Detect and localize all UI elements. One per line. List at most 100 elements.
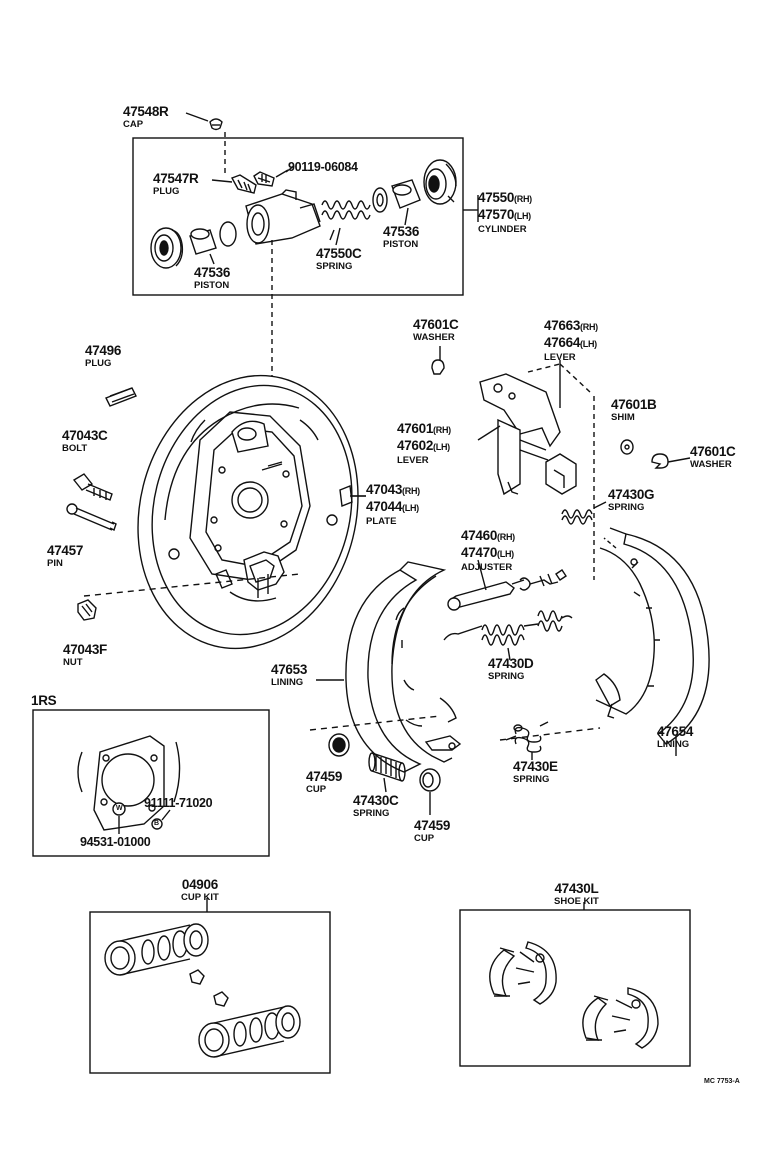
- part-name: PLATE: [366, 516, 397, 527]
- part-number-lh: 47602: [397, 438, 434, 453]
- part-name: CUP: [414, 833, 435, 844]
- label-spring-cyl: 47550C SPRING: [316, 246, 362, 272]
- cylinder-assembly-box: [132, 137, 464, 296]
- part-name: BOLT: [62, 443, 88, 454]
- rh-suffix: (RH): [402, 486, 420, 496]
- part-name: LEVER: [544, 352, 576, 363]
- spring-d-part: [443, 610, 573, 661]
- lh-suffix: (LH): [497, 549, 514, 559]
- part-number: 47043F: [63, 642, 107, 657]
- label-washer-right: 47601C WASHER: [690, 444, 736, 470]
- label-shoe-kit: 47430L SHOE KIT: [554, 881, 599, 907]
- cylinder-spring-part: [321, 187, 388, 246]
- inset-title: 1RS: [31, 693, 57, 708]
- label-lever-lower: 47601(RH) 47602(LH) LEVER: [397, 421, 451, 466]
- kit-number: 04906: [181, 877, 218, 892]
- part-name: LINING: [657, 739, 690, 750]
- spring-e-part: [505, 721, 549, 760]
- label-washer-top: 47601C WASHER: [413, 317, 459, 343]
- part-number: 47536: [194, 265, 231, 280]
- label-cap: 47548R CAP: [123, 104, 169, 130]
- part-number: 47601C: [690, 444, 736, 459]
- part-number-lh: 47570: [478, 207, 515, 222]
- part-number: 47550C: [316, 246, 362, 261]
- part-number-lh: 47044: [366, 499, 403, 514]
- label-plug-top: 47547R PLUG: [153, 171, 199, 197]
- part-number: 47548R: [123, 104, 169, 119]
- plug-left-part: [105, 387, 137, 407]
- part-number: 47459: [306, 769, 343, 784]
- part-name: SPRING: [353, 808, 390, 819]
- part-name: CYLINDER: [478, 224, 527, 235]
- part-number-rh: 47043: [366, 482, 403, 497]
- part-number: 47430D: [488, 656, 534, 671]
- cap-part: [185, 112, 226, 175]
- shoe-kit-box: [459, 909, 691, 1067]
- label-spring-g: 47430G SPRING: [608, 487, 655, 513]
- backing-plate-part: [137, 374, 359, 650]
- label-lever-upper: 47663(RH) 47664(LH) LEVER: [544, 318, 598, 363]
- part-number-lh: 47664: [544, 335, 581, 350]
- label-bolt: 47043C BOLT: [62, 428, 108, 454]
- lining-left-part: [316, 561, 462, 773]
- rh-suffix: (RH): [497, 532, 515, 542]
- part-name: CAP: [123, 119, 144, 130]
- inset-marker-b: B: [154, 820, 160, 827]
- label-bleeder-number: 90119-06084: [288, 160, 358, 174]
- bleeder-screw-part: [253, 169, 289, 187]
- kit-name: SHOE KIT: [554, 896, 599, 907]
- piston-left-part: [189, 221, 237, 265]
- part-number-lh: 47470: [461, 545, 498, 560]
- label-cup-kit: 04906 CUP KIT: [181, 877, 219, 903]
- footer-code: MC 7753-A: [704, 1078, 740, 1085]
- piston-right-part: [391, 179, 421, 226]
- part-number: 47547R: [153, 171, 199, 186]
- part-number: 47430E: [513, 759, 558, 774]
- cup-left-part: [328, 733, 350, 757]
- washer-right-part: [651, 453, 691, 469]
- part-name: SHIM: [611, 412, 635, 423]
- rh-suffix: (RH): [580, 322, 598, 332]
- bolt-part: [72, 473, 113, 501]
- part-name: LEVER: [397, 455, 429, 466]
- label-adjuster: 47460(RH) 47470(LH) ADJUSTER: [461, 528, 515, 573]
- rs-inset-box: [32, 709, 270, 857]
- part-name: WASHER: [690, 459, 732, 470]
- part-number: 47459: [414, 818, 451, 833]
- part-name: SPRING: [513, 774, 550, 785]
- lh-suffix: (LH): [402, 503, 419, 513]
- plug-top-part: [211, 174, 257, 194]
- part-number-rh: 47550: [478, 190, 515, 205]
- cup-kit-parts: [104, 923, 301, 1058]
- part-name: SPRING: [316, 261, 353, 272]
- inset-part-b: 94531-01000: [80, 835, 151, 849]
- label-cup-left: 47459 CUP: [306, 769, 342, 795]
- label-spring-e: 47430E SPRING: [513, 759, 558, 785]
- part-name: LINING: [271, 677, 304, 688]
- part-name: NUT: [63, 657, 83, 668]
- inset-part-a: 91111-71020: [144, 796, 213, 810]
- rs-plate-part: [77, 735, 181, 834]
- shim-part: [620, 439, 634, 455]
- part-number: 47536: [383, 224, 420, 239]
- rh-suffix: (RH): [433, 425, 451, 435]
- part-number: 47601C: [413, 317, 459, 332]
- part-number: 47654: [657, 724, 694, 739]
- part-name: PLUG: [153, 186, 180, 197]
- part-name: PIN: [47, 558, 63, 569]
- nut-part: [77, 573, 301, 621]
- label-shim: 47601B SHIM: [611, 397, 657, 423]
- part-number: 47601B: [611, 397, 657, 412]
- label-plate: 47043(RH) 47044(LH) PLATE: [366, 482, 420, 527]
- lh-suffix: (LH): [433, 442, 450, 452]
- spring-g-part: [561, 501, 607, 525]
- inset-marker-w: W: [116, 805, 123, 812]
- lh-suffix: (LH): [580, 339, 597, 349]
- part-name: SPRING: [488, 671, 525, 682]
- boot-left-part: [150, 227, 184, 269]
- part-number: 47430G: [608, 487, 655, 502]
- adjuster-part: [447, 559, 567, 611]
- label-nut: 47043F NUT: [63, 642, 107, 668]
- part-name: WASHER: [413, 332, 455, 343]
